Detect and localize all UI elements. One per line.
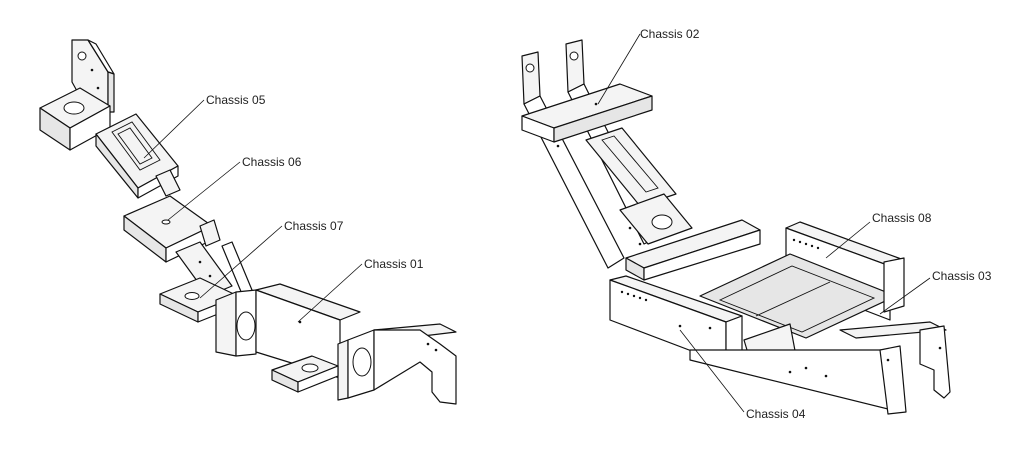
callout-chassis-01: Chassis 01 (364, 257, 424, 271)
leader-lines-right (597, 33, 931, 413)
part-chassis-05 (95, 113, 181, 199)
part-chassis-03 (839, 257, 951, 415)
assembled-chassis: Chassis 02 Chassis 08 Chassis 03 Chassis… (521, 27, 992, 421)
part-mid-blocks (585, 127, 761, 281)
callout-chassis-06: Chassis 06 (242, 155, 302, 169)
part-top-bracket (39, 39, 115, 151)
callout-chassis-02: Chassis 02 (640, 27, 700, 41)
part-chassis-01 (215, 283, 457, 405)
part-chassis-04 (609, 275, 901, 413)
callout-chassis-08: Chassis 08 (872, 211, 932, 225)
leader-lines-left (143, 99, 363, 323)
callout-chassis-07: Chassis 07 (284, 219, 344, 233)
callout-chassis-05: Chassis 05 (206, 93, 266, 107)
part-chassis-02 (521, 83, 653, 143)
callout-chassis-04: Chassis 04 (746, 407, 806, 421)
callout-chassis-03: Chassis 03 (932, 269, 992, 283)
exploded-assembly: Chassis 05 Chassis 06 Chassis 07 Chassis… (39, 39, 457, 405)
